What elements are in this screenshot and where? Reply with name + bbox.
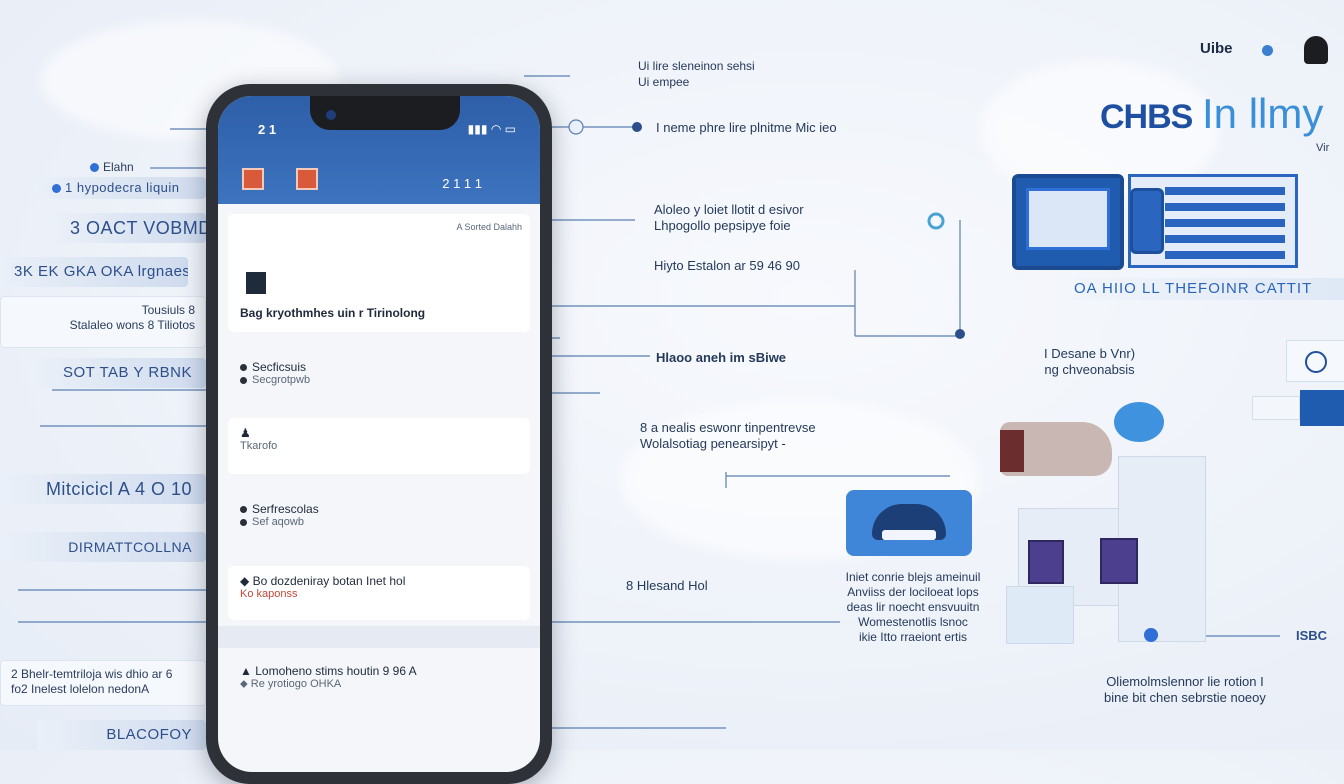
- card-headline: Bag kryothmhes uin r Tirinolong: [240, 306, 426, 320]
- left-card-title: Tousiuls 8: [141, 303, 195, 317]
- right-callout-1: I Desane b Vnr) ng chveonabsis: [1044, 346, 1136, 377]
- hand-icon: [1000, 422, 1112, 476]
- face-icon: [1286, 340, 1344, 382]
- app-icon[interactable]: [242, 168, 264, 190]
- status-icons: ▮▮▮ ◠ ▭: [468, 122, 516, 136]
- monitor-icon: [1012, 174, 1124, 270]
- node-dot: [1144, 628, 1158, 642]
- callout-5: Hlaoo aneh im sBiwe: [656, 350, 787, 365]
- brand-primary: CHBS: [1100, 98, 1193, 136]
- chat-bubble-icon: [1114, 402, 1164, 442]
- callout-7: 8 Hlesand Hol: [626, 578, 708, 593]
- left-label-2: 3K EK GKA OKA lrgnaes: [0, 257, 188, 287]
- bullet-icon: [240, 364, 247, 372]
- document-icon: [246, 272, 266, 294]
- brand-tag: Vir: [1316, 142, 1330, 154]
- info-icon[interactable]: [1262, 45, 1273, 56]
- battery-icon: ▭: [504, 122, 516, 136]
- phone-mockup: 2 1 ▮▮▮ ◠ ▭ 2 1 1 1 A Sorted Dalahh Bag …: [206, 84, 552, 784]
- left-badge-1: Elahn: [84, 158, 174, 180]
- left-card2-line2: fo2 Inelest lolelon nedonA: [11, 682, 150, 696]
- list-item[interactable]: Serfrescolas Sef aqowb: [228, 494, 530, 544]
- callout-4: Hiyto Estalon ar 59 46 90: [654, 258, 800, 273]
- dot-icon: [90, 163, 99, 173]
- left-card2-line1: 2 Bhelr-temtriloja wis dhio ar 6: [11, 667, 173, 681]
- storage-box: [1006, 586, 1074, 644]
- camera-icon: [326, 110, 336, 120]
- card-tag: A Sorted Dalahh: [456, 222, 522, 232]
- app-bar-title: 2 1 1 1: [442, 176, 482, 191]
- callout-6: 8 a nealis eswonr tinpentrevse Wolalsoti…: [640, 420, 816, 451]
- left-card-subtitle: Stalaleo wons 8 Tiliotos: [69, 318, 195, 332]
- top-logo: Uibe: [1200, 40, 1233, 57]
- bullet-icon: [240, 376, 247, 384]
- callout-3: Aloleo y loiet llotit d esivor Lhpogollo…: [654, 202, 804, 233]
- left-label-3: SOT TAB Y RBNK: [38, 358, 206, 388]
- profile-icon[interactable]: [1304, 36, 1328, 64]
- card-icon: [1252, 396, 1300, 420]
- status-time: 2 1: [258, 122, 277, 137]
- chip-icon: [1100, 538, 1138, 584]
- device-icon: [1300, 390, 1344, 426]
- tablet-icon: [1130, 188, 1164, 254]
- share-icon: ⬥: [240, 678, 248, 690]
- bullet-icon: [240, 506, 247, 514]
- left-info-card: Tousiuls 8 Stalaleo wons 8 Tiliotos: [0, 296, 206, 348]
- chip-icon: [1028, 540, 1064, 584]
- left-label-1: 3 OACT VOBMD: [56, 213, 206, 243]
- bullet-icon: [240, 518, 247, 526]
- wifi-icon: ◠: [490, 122, 502, 136]
- left-label-4: Mitcicicl A 4 O 10: [0, 474, 206, 504]
- right-callout-3: Oliemolmslennor lie rotion I bine bit ch…: [1104, 674, 1266, 705]
- headline-card[interactable]: A Sorted Dalahh Bag kryothmhes uin r Tir…: [228, 214, 530, 332]
- left-info-card-2: 2 Bhelr-temtriloja wis dhio ar 6 fo2 Ine…: [0, 660, 206, 706]
- brand-secondary: In llmy: [1202, 90, 1324, 137]
- left-badge-2: 1 hypodecra liquin: [38, 177, 206, 199]
- callout-2: I neme phre lire plnitme Mic ieo: [656, 120, 837, 135]
- list-item[interactable]: ▲ Lomoheno stims houtin 9 96 A ⬥ Re yrot…: [240, 664, 417, 690]
- callout-8: Iniet conrie blejs ameinuil Anviiss der …: [845, 570, 981, 644]
- left-label-6: BLACOFOY: [38, 720, 206, 750]
- user-icon: ♟: [240, 426, 251, 440]
- app-icon[interactable]: [296, 168, 318, 190]
- phone-screen: 2 1 ▮▮▮ ◠ ▭ 2 1 1 1 A Sorted Dalahh Bag …: [218, 96, 540, 772]
- cloud-upload-icon[interactable]: [846, 490, 972, 556]
- notification-icon: ◆: [240, 574, 250, 588]
- dot-icon: [52, 184, 61, 194]
- left-label-5: DIRMATTCOLLNA: [0, 532, 206, 562]
- right-banner: OA HIIO LL THEFOINR CATTIT: [1074, 278, 1344, 300]
- divider-band: [218, 626, 540, 648]
- right-callout-2: ISBC: [1296, 628, 1328, 643]
- callout-1: Ui lire sleneinon sehsi Ui empee: [638, 59, 755, 89]
- list-item[interactable]: ◆ Bo dozdeniray botan Inet hol Ko kapons…: [228, 566, 530, 620]
- signal-icon: ▮▮▮: [467, 122, 488, 136]
- list-item[interactable]: Secficsuis Secgrotpwb: [228, 352, 530, 402]
- list-item[interactable]: ♟ Tkarofo: [228, 418, 530, 474]
- flag-icon: ▲: [240, 664, 252, 678]
